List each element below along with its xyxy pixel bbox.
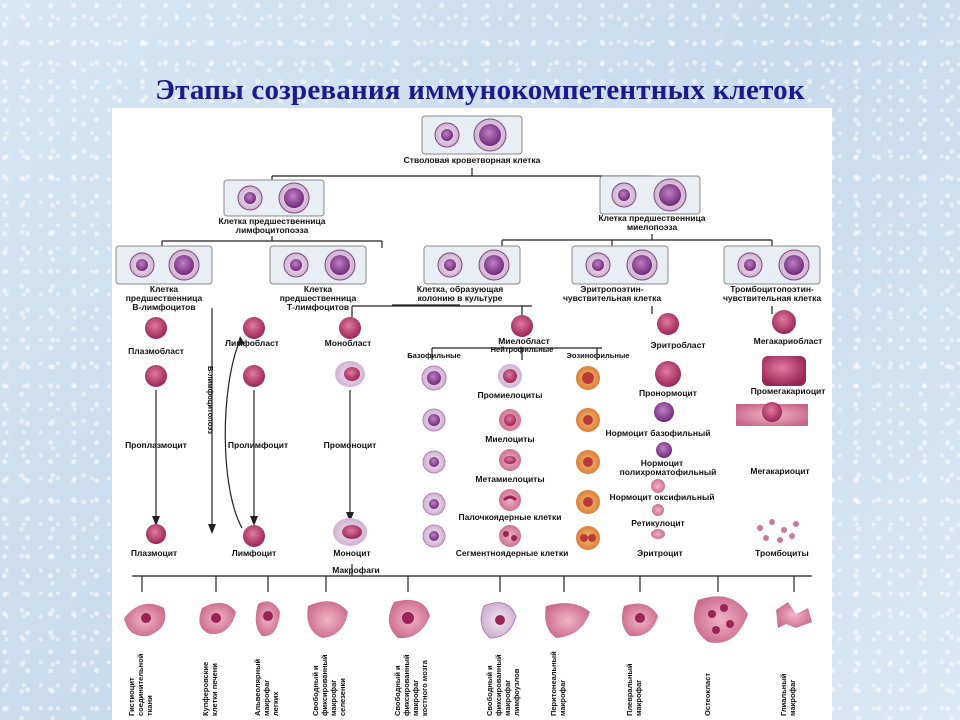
macrophage-type-label: Глиальный: [779, 673, 788, 716]
macrophage-type-label: макрофаг: [788, 680, 797, 716]
macrophage-type-label: Свободный и: [393, 665, 402, 716]
label-pronormocyte: Пронормоцит: [639, 388, 697, 398]
monoblast-cell: [339, 317, 361, 339]
label-stem: Стволовая кроветворная клетка: [404, 155, 541, 165]
label-normo-poly-2: полихроматофильный: [620, 467, 717, 477]
label-metamyelocytes: Метамиелоциты: [475, 474, 544, 484]
label-plasmocyte: Плазмоцит: [131, 548, 177, 558]
myeloblast-cell: [511, 315, 533, 337]
macrophage-type-label: Свободный и: [311, 665, 320, 716]
macrophage-type-label: Свободный и: [485, 665, 494, 716]
label-b-prec-3: В-лимфоцитов: [132, 302, 195, 312]
label-monoblast: Монобласт: [325, 338, 372, 348]
plasmoblast-cell: [145, 317, 167, 339]
label-reticulocyte: Ретикулоцит: [631, 518, 684, 528]
label-band-cells: Палочкоядерные клетки: [459, 512, 562, 522]
macrophage-type-label: макрофаг: [634, 680, 643, 716]
label-normo-baso: Нормоцит базофильный: [606, 428, 711, 438]
label-lymphocyte: Лимфоцит: [232, 548, 277, 558]
label-neutrophilic: Нейтрофильные: [491, 345, 554, 354]
label-thrombocytes: Тромбоциты: [755, 548, 809, 558]
slide-title: Этапы созревания иммунокомпетентных клет…: [155, 74, 805, 106]
label-megakaryocyte: Мегакариоцит: [750, 466, 809, 476]
label-macrophages: Макрофаги: [332, 565, 379, 575]
macrophage-type-label: Альвеолярный: [253, 658, 262, 716]
label-prolymphocyte: Пролимфоцит: [228, 440, 288, 450]
label-eosinophilic: Эозинофильные: [567, 351, 630, 360]
macrophage-type-label: фиксированный: [320, 654, 329, 716]
macrophage-type-label: макрофаг: [262, 680, 271, 716]
macrophage-type-label: макрофаг: [411, 680, 420, 716]
label-myelo-prec-2: миелопоэза: [627, 222, 678, 232]
pronormocyte-cell: [655, 361, 681, 387]
erythrocyte-cell: [651, 529, 665, 539]
label-ery-sens-1: Эритропоэтин-: [580, 284, 643, 294]
label-t-prec-3: Т-лимфоцитов: [287, 302, 349, 312]
promegakaryocyte-cell-a: [762, 356, 806, 386]
diagram-svg: Стволовая кроветворная клетка Клетка пре…: [115, 115, 826, 716]
macrophage-type-label: ткани: [145, 695, 154, 716]
macrophage-type-label: Остеокласт: [703, 673, 712, 716]
macrophage-type-label: Гистиоцит: [127, 677, 136, 716]
macrophage-type-label: легких: [271, 691, 280, 716]
macrophage-type-label: лимфоузлов: [512, 668, 521, 716]
label-b-prec-1: Клетка: [150, 284, 179, 294]
label-segmented: Сегментноядерные клетки: [456, 548, 569, 558]
label-lymphoblast: Лимфобласт: [225, 338, 279, 348]
macrophage-type-label: макрофаг: [503, 680, 512, 716]
lymphocyte-cell: [243, 525, 265, 547]
plasmocyte-cell: [146, 524, 166, 544]
prolymphocyte-cell-a: [243, 365, 265, 387]
label-myeloblast: Миелобласт: [498, 336, 550, 346]
label-myelocytes: Миелоциты: [485, 434, 534, 444]
macrophage-type-label: фиксированный: [402, 654, 411, 716]
label-basophilic: Базофильные: [407, 351, 460, 360]
label-lymph-prec-1: Клетка предшественница: [218, 216, 325, 226]
macrophage-type-label: селезенки: [338, 678, 347, 716]
macrophage-type-label: соединительной: [136, 653, 145, 716]
label-ery-sens-2: чувствительная клетка: [563, 293, 661, 303]
thrombocytes-cluster: [757, 519, 799, 543]
label-thr-sens-1: Тромбоцитопоэтин-: [730, 284, 814, 294]
label-monocyte: Моноцит: [333, 548, 370, 558]
label-erythroblast: Эритробласт: [650, 340, 705, 350]
label-lymph-prec-2: лимфоцитопоэза: [236, 225, 309, 235]
label-normo-oxy: Нормоцит оксифильный: [610, 492, 715, 502]
lymphoblast-cell: [243, 317, 265, 339]
label-colony-1: Клетка, образующая: [417, 284, 503, 294]
proplasmocyte-cell-a: [145, 365, 167, 387]
macrophage-type-label: клетки печени: [210, 663, 219, 716]
megakaryoblast-cell: [772, 310, 796, 334]
macrophage-type-label: Перитонеальный: [549, 651, 558, 716]
label-myelo-prec-1: Клетка предшественница: [598, 213, 705, 223]
label-promyelocytes: Промиелоциты: [478, 390, 543, 400]
hematopoiesis-diagram: Стволовая кроветворная клетка Клетка пре…: [112, 108, 832, 720]
label-plasmoblast: Плазмобласт: [128, 346, 184, 356]
macrophage-type-label: Купферовские: [201, 662, 210, 716]
label-normo-poly-1: Нормоцит: [641, 458, 683, 468]
macrophage-cells: [124, 596, 812, 643]
macrophage-type-label: макрофаг: [558, 680, 567, 716]
label-t-prec-1: Клетка: [304, 284, 333, 294]
label-b-lymphopoiesis: В-лимфоцитопоэз: [206, 366, 215, 434]
erythroblast-cell: [657, 313, 679, 335]
macrophage-type-label: макрофаг: [329, 680, 338, 716]
macrophage-type-label: фиксированный: [494, 654, 503, 716]
label-colony-2: колонию в культуре: [418, 293, 503, 303]
label-b-prec-2: предшественница: [126, 293, 203, 303]
label-thr-sens-2: чувствительная клетка: [723, 293, 821, 303]
label-megakaryoblast: Мегакариобласт: [754, 336, 823, 346]
label-erythrocyte: Эритроцит: [637, 548, 683, 558]
label-t-prec-2: предшественница: [280, 293, 357, 303]
label-promegakaryocyte: Промегакариоцит: [751, 386, 826, 396]
macrophage-type-label: Плевральный: [625, 663, 634, 716]
macrophage-type-label: костного мозга: [420, 659, 429, 716]
